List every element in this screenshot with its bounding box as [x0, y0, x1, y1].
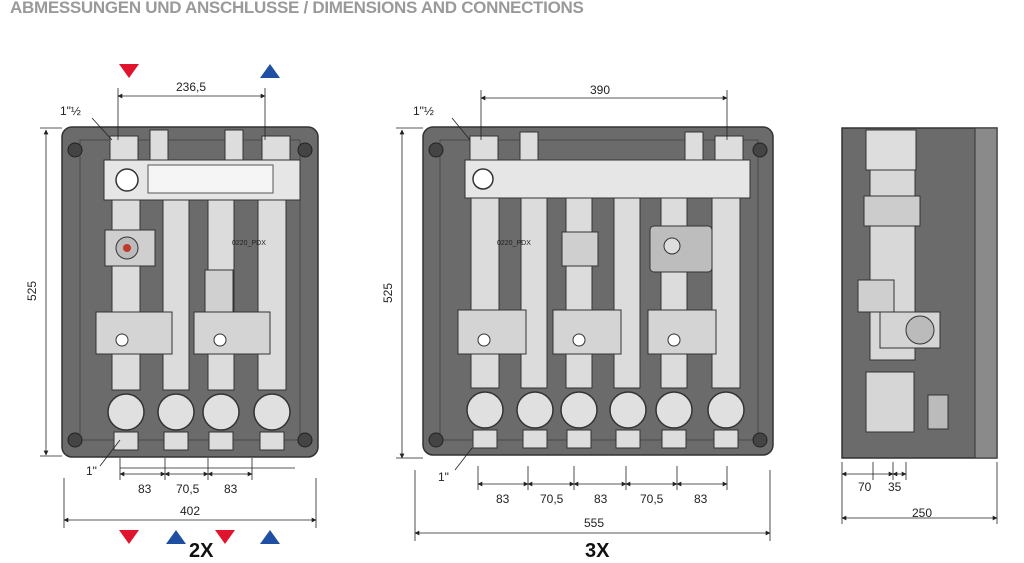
thread-2x-top: 1"½: [60, 104, 81, 118]
thread-3x-top: 1"½: [413, 104, 434, 118]
dim-2x-top-width: 236,5: [176, 80, 207, 94]
thread-2x-bottom: 1": [86, 464, 97, 478]
dim-3x-total-width: 555: [584, 516, 605, 530]
unit-2x-dimensions: [40, 88, 317, 528]
unit-3x-dimensions: [396, 90, 771, 541]
dim-3x-height: 525: [381, 282, 396, 304]
thread-3x-bottom: 1": [438, 470, 449, 484]
return-arrow-icon: [260, 530, 280, 544]
dim-side-depth-total: 250: [912, 506, 933, 520]
supply-arrow-icon: [119, 64, 139, 78]
return-arrow-icon: [260, 64, 280, 78]
unit-2x-label: 2X: [189, 540, 214, 562]
unit-2x-front-view: [61, 126, 319, 458]
page-title: ABMESSUNGEN UND ANSCHLUSSE / DIMENSIONS …: [10, 0, 584, 17]
part-code-3x: 0220_PDX: [497, 240, 531, 247]
supply-arrow-icon: [119, 530, 139, 544]
dim-3x-spacing-5: 83: [694, 492, 708, 506]
dim-2x-total-width: 402: [180, 504, 201, 518]
dim-3x-spacing-4: 70,5: [640, 492, 664, 506]
dim-2x-spacing-3: 83: [224, 482, 238, 496]
side-view-dimensions: [841, 462, 998, 524]
return-arrow-icon: [166, 530, 186, 544]
part-code-2x: 0220_PDX: [232, 240, 266, 247]
dim-side-depth-a: 70: [858, 480, 872, 494]
dim-3x-spacing-3: 83: [594, 492, 608, 506]
unit-3x-label: 3X: [585, 540, 610, 562]
supply-arrow-icon: [215, 530, 235, 544]
dim-3x-spacing-1: 83: [496, 492, 510, 506]
side-view: [841, 127, 998, 459]
dim-3x-top-width: 390: [590, 83, 611, 97]
flow-arrows: [119, 64, 280, 544]
dim-side-depth-b: 35: [888, 480, 902, 494]
dim-2x-spacing-1: 83: [138, 482, 152, 496]
dim-2x-spacing-2: 70,5: [176, 482, 200, 496]
dim-3x-spacing-2: 70,5: [540, 492, 564, 506]
dim-2x-height: 525: [25, 280, 40, 302]
unit-3x-front-view: [422, 126, 774, 456]
